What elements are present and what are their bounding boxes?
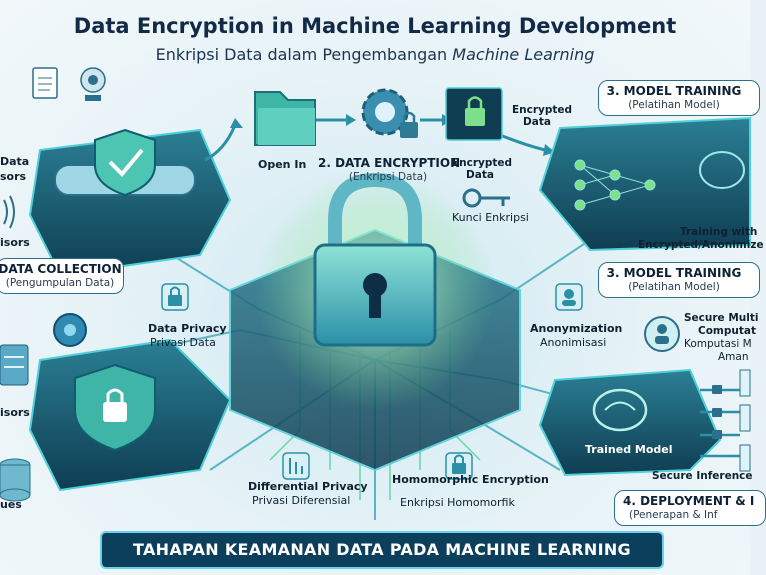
subtitle-main: Enkripsi Data dalam Pengembangan: [155, 45, 453, 64]
document-icon: [32, 67, 58, 99]
model-training-box-1: 3. MODEL TRAINING (Pelatihan Model): [598, 80, 760, 116]
people-network-icon: [644, 316, 680, 352]
differential-privacy-title: Differential Privacy: [248, 480, 368, 493]
small-lock-icons: [712, 385, 722, 439]
secure-inference-label: Secure Inference: [652, 470, 753, 482]
camera-icon: [80, 67, 106, 101]
label-sors: sors: [0, 170, 27, 183]
shield-lock-icon: [74, 363, 156, 452]
label-data: Data: [0, 155, 30, 168]
model-training-title-2: 3. MODEL TRAINING: [606, 266, 742, 280]
smc-line-4: Aman: [718, 351, 749, 363]
smc-line-3: Komputasi M: [684, 338, 752, 350]
model-training-sub-2: (Pelatihan Model): [628, 281, 720, 293]
label-ues: ues: [0, 498, 22, 511]
illustration-layer: [0, 67, 751, 520]
homomorphic-chip: [445, 452, 473, 480]
label-encrypted-data-2: Encrypted Data: [452, 157, 513, 181]
label-sensors-1: isors: [0, 236, 30, 249]
gear-lock-icon: [361, 88, 418, 138]
anonymization-title: Anonymization: [530, 322, 623, 335]
encrypted-grid-icon: [445, 87, 503, 141]
flow-arrows: [204, 118, 546, 162]
label-open-in: Open In: [258, 158, 307, 171]
differential-privacy-chip: [282, 452, 310, 480]
anonymization-chip: [555, 283, 583, 311]
training-line-2: Encrypted/Anonimize: [638, 239, 764, 251]
label-sensors-2: isors: [0, 406, 30, 419]
smc-line-2: Computat: [698, 325, 756, 337]
differential-privacy-sub: Privasi Diferensial: [252, 494, 351, 507]
data-collection-sub: (Pengumpulan Data): [5, 277, 115, 289]
sensor-disc-icon: [53, 313, 87, 347]
subtitle-italic: Machine Learning: [452, 45, 595, 64]
output-screens: [739, 369, 751, 472]
label-encrypted-data-1: Encrypted Data: [512, 104, 573, 128]
folder-icon: [254, 91, 316, 146]
privacy-lock-chip: [161, 283, 189, 311]
smc-line-1: Secure Multi: [684, 312, 759, 324]
label-key: Kunci Enkripsi: [452, 211, 529, 224]
central-padlock-icon: [313, 172, 437, 347]
encryption-sub: (Enkripsi Data): [348, 171, 428, 183]
deployment-box: 4. DEPLOYMENT & I (Penerapan & Inf: [614, 490, 766, 526]
homomorphic-sub: Enkripsi Homomorfik: [400, 496, 515, 509]
key-icon: [462, 188, 510, 208]
data-privacy-sub: Privasi Data: [150, 336, 216, 349]
deployment-title: 4. DEPLOYMENT & I: [623, 494, 755, 508]
model-training-box-2: 3. MODEL TRAINING (Pelatihan Model): [598, 262, 760, 298]
training-line-1: Training with: [680, 226, 758, 238]
database-icon: [0, 458, 31, 502]
footer-banner: TAHAPAN KEAMANAN DATA PADA MACHINE LEARN…: [100, 531, 664, 569]
brain-model-icon: [592, 388, 648, 432]
model-training-title-1: 3. MODEL TRAINING: [606, 84, 742, 98]
server-icon: [0, 344, 29, 386]
brain-icon: [699, 151, 745, 189]
page-title: Data Encryption in Machine Learning Deve…: [73, 14, 677, 38]
model-training-sub-1: (Pelatihan Model): [628, 99, 720, 111]
trained-model-label: Trained Model: [585, 443, 673, 456]
deployment-sub: (Penerapan & Inf: [629, 509, 718, 521]
deployment-platform: [538, 368, 722, 477]
neural-network-icon: [574, 159, 656, 211]
signal-icon: [3, 195, 15, 229]
data-collection-title: DATA COLLECTION: [0, 262, 122, 276]
data-privacy-title: Data Privacy: [148, 322, 227, 335]
anonymization-sub: Anonimisasi: [540, 336, 607, 349]
homomorphic-title: Homomorphic Encryption: [392, 473, 549, 486]
page-subtitle: Enkripsi Data dalam Pengembangan Machine…: [0, 45, 750, 64]
data-collection-box: DATA COLLECTION (Pengumpulan Data): [0, 258, 124, 294]
encryption-title: 2. DATA ENCRYPTION: [318, 156, 461, 170]
shield-check-icon: [94, 128, 156, 197]
